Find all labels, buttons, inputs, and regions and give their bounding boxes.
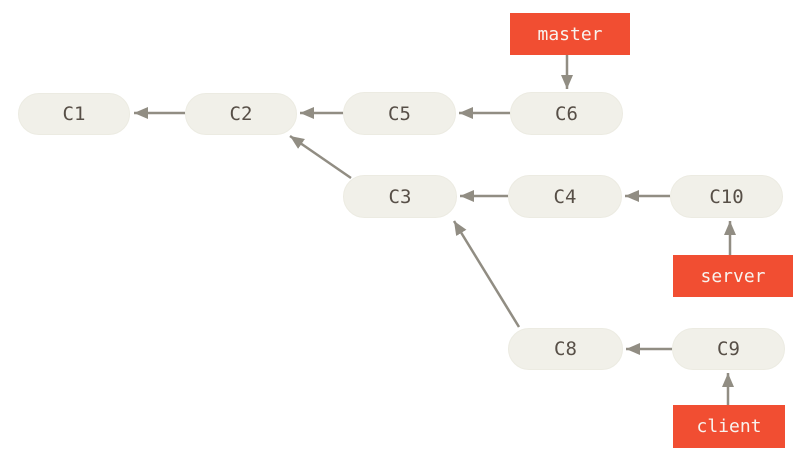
commit-node-label: C3 bbox=[388, 185, 412, 208]
commit-node-label: C6 bbox=[555, 102, 578, 125]
commit-node-label: C2 bbox=[229, 103, 253, 125]
branch-label-label: master bbox=[537, 23, 603, 45]
commit-node-label: C1 bbox=[62, 103, 86, 125]
commit-node-c10: C10 bbox=[670, 175, 783, 218]
commit-node-c8: C8 bbox=[508, 328, 623, 370]
commit-node-c3: C3 bbox=[343, 175, 457, 218]
commit-node-c2: C2 bbox=[185, 93, 297, 135]
commit-node-c6: C6 bbox=[510, 92, 623, 135]
commit-node-label: C9 bbox=[717, 338, 740, 360]
commit-node-c5: C5 bbox=[343, 92, 456, 135]
commit-node-label: C10 bbox=[709, 185, 744, 208]
commit-node-c4: C4 bbox=[508, 175, 622, 218]
branch-label-master: master bbox=[510, 13, 630, 55]
commit-node-label: C5 bbox=[388, 102, 411, 125]
branch-label-label: client bbox=[696, 416, 762, 437]
branch-label-client: client bbox=[673, 405, 785, 448]
branch-label-server: server bbox=[673, 255, 793, 297]
branch-label-label: server bbox=[700, 265, 766, 287]
commit-node-label: C8 bbox=[554, 338, 577, 360]
edge-c8-to-c3 bbox=[452, 220, 521, 328]
commit-node-label: C4 bbox=[553, 185, 577, 208]
edge-c3-to-c2 bbox=[289, 134, 352, 180]
commit-node-c9: C9 bbox=[672, 328, 785, 370]
commit-node-c1: C1 bbox=[18, 93, 130, 135]
